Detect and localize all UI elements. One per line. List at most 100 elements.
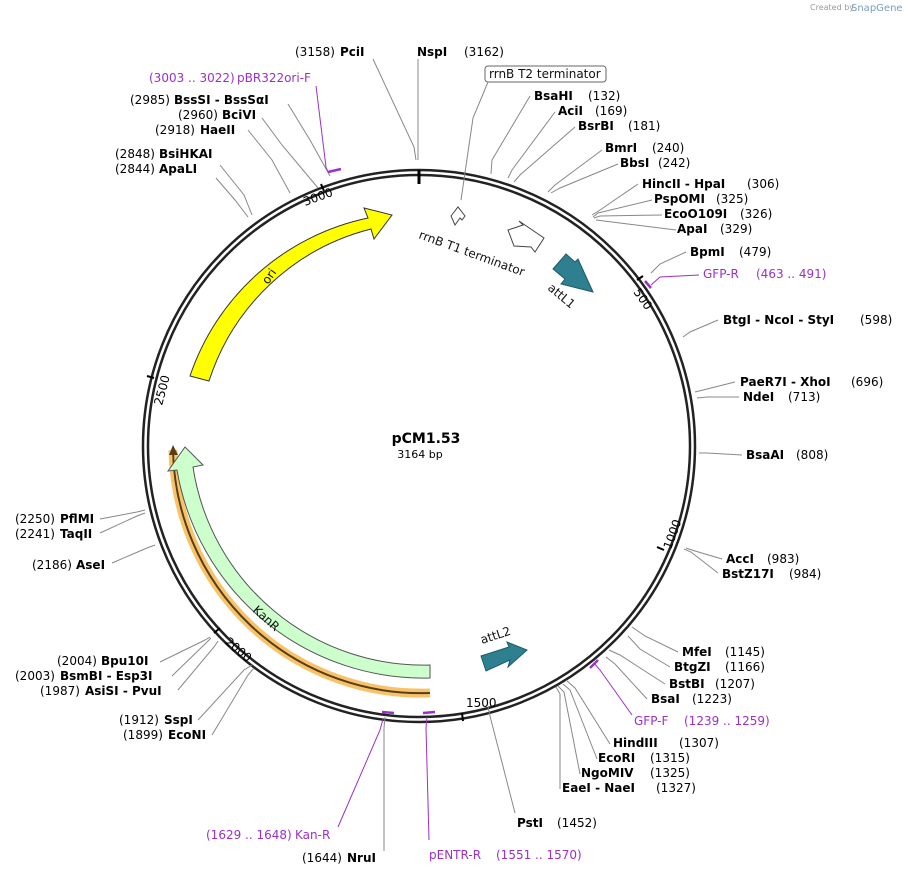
asisi-position: (1987) bbox=[40, 684, 80, 698]
bbsi-enzyme[interactable]: BbsI bbox=[620, 156, 649, 170]
rrnb-t2-leader bbox=[460, 81, 489, 201]
ngomiv-enzyme[interactable]: NgoMIV bbox=[581, 766, 634, 780]
asei-enzyme[interactable]: AseI bbox=[76, 558, 105, 572]
eaei-position: (1327) bbox=[656, 781, 696, 795]
taqii-enzyme[interactable]: TaqII bbox=[60, 527, 92, 541]
taqii-position: (2241) bbox=[15, 527, 55, 541]
tick-3000: 3000 bbox=[301, 185, 334, 209]
eco0109i-enzyme[interactable]: EcoO109I bbox=[664, 207, 727, 221]
paer7i-enzyme[interactable]: PaeR7I - XhoI bbox=[740, 375, 831, 389]
bsai-enzyme[interactable]: BsaI bbox=[651, 692, 680, 706]
ndei-position: (713) bbox=[788, 390, 820, 404]
attl2-feature-arrow[interactable] bbox=[480, 641, 528, 672]
econi-position: (1899) bbox=[123, 728, 163, 742]
apai-position: (329) bbox=[720, 222, 752, 236]
gfp-r-primer[interactable]: GFP-R bbox=[703, 267, 739, 281]
bsssi-position: (2985) bbox=[130, 93, 170, 107]
bsaai-position: (808) bbox=[796, 448, 828, 462]
haeii-position: (2918) bbox=[155, 123, 195, 137]
bpmi-enzyme[interactable]: BpmI bbox=[690, 245, 725, 259]
sspi-enzyme[interactable]: SspI bbox=[164, 713, 193, 727]
apali-enzyme[interactable]: ApaLI bbox=[159, 162, 197, 176]
kanr-highlight-band bbox=[168, 449, 431, 698]
bpu10i-enzyme[interactable]: Bpu10I bbox=[101, 654, 148, 668]
pflmi-enzyme[interactable]: PflMI bbox=[60, 512, 94, 526]
nspi-enzyme[interactable]: NspI bbox=[417, 45, 447, 59]
kan-r-position: (1629 .. 1648) bbox=[206, 828, 292, 842]
ngomiv-position: (1325) bbox=[650, 766, 690, 780]
bmri-enzyme[interactable]: BmrI bbox=[605, 141, 637, 155]
ori-feature-arrow[interactable] bbox=[189, 207, 393, 382]
pspomi-position: (325) bbox=[716, 192, 748, 206]
leader-lines bbox=[99, 58, 743, 851]
btgzi-position: (1166) bbox=[725, 660, 765, 674]
bstbi-enzyme[interactable]: BstBI bbox=[669, 677, 705, 691]
kanr-feature-arrow[interactable] bbox=[166, 446, 431, 679]
asei-position: (2186) bbox=[32, 558, 72, 572]
btgi-enzyme[interactable]: BtgI - NcoI - StyI bbox=[723, 313, 834, 327]
bsahi-position: (132) bbox=[588, 89, 620, 103]
acii-enzyme[interactable]: AciI bbox=[558, 104, 583, 118]
attl1-feature-arrow[interactable] bbox=[552, 253, 594, 293]
ecori-position: (1315) bbox=[650, 751, 690, 765]
paer7i-position: (696) bbox=[851, 375, 883, 389]
tick-2500: 2500 bbox=[151, 374, 172, 407]
nrui-enzyme[interactable]: NruI bbox=[347, 851, 376, 865]
psti-position: (1452) bbox=[557, 816, 597, 830]
haeii-enzyme[interactable]: HaeII bbox=[200, 123, 235, 137]
rrnb-t1-feature-arrow[interactable] bbox=[507, 220, 545, 253]
mfei-position: (1145) bbox=[725, 645, 765, 659]
kanr-highlight-arrowhead bbox=[169, 445, 178, 455]
bcivi-enzyme[interactable]: BciVI bbox=[222, 108, 256, 122]
tick-1500: 1500 bbox=[466, 696, 497, 710]
hincii-enzyme[interactable]: HincII - HpaI bbox=[642, 177, 725, 191]
bsmbi-enzyme[interactable]: BsmBI - Esp3I bbox=[60, 669, 152, 683]
apai-enzyme[interactable]: ApaI bbox=[677, 222, 707, 236]
bsihkai-position: (2848) bbox=[115, 147, 155, 161]
plasmid-size: 3164 bp bbox=[397, 448, 442, 461]
asisi-enzyme[interactable]: AsiSI - PvuI bbox=[85, 684, 162, 698]
bbsi-position: (242) bbox=[658, 156, 690, 170]
pcii-enzyme[interactable]: PciI bbox=[340, 45, 365, 59]
ecori-enzyme[interactable]: EcoRI bbox=[598, 751, 635, 765]
hindiii-enzyme[interactable]: HindIII bbox=[613, 736, 658, 750]
bstz17i-enzyme[interactable]: BstZ17I bbox=[722, 567, 774, 581]
bsssi-enzyme[interactable]: BssSI - BssSαI bbox=[174, 93, 269, 107]
pbr322ori-f-primer[interactable]: pBR322ori-F bbox=[237, 71, 311, 85]
pentr-r-primer[interactable]: pENTR-R bbox=[429, 848, 481, 862]
acci-enzyme[interactable]: AccI bbox=[726, 552, 754, 566]
scale-ticks bbox=[146, 183, 665, 722]
bpmi-position: (479) bbox=[739, 245, 771, 259]
pflmi-position: (2250) bbox=[15, 512, 55, 526]
eaei-enzyme[interactable]: EaeI - NaeI bbox=[562, 781, 635, 795]
psti-enzyme[interactable]: PstI bbox=[517, 816, 543, 830]
pcii-position: (3158) bbox=[295, 45, 335, 59]
bsaai-enzyme[interactable]: BsaAI bbox=[746, 448, 784, 462]
bsrbi-enzyme[interactable]: BsrBI bbox=[578, 119, 614, 133]
pspomi-enzyme[interactable]: PspOMI bbox=[654, 192, 705, 206]
bsrbi-position: (181) bbox=[628, 119, 660, 133]
apali-position: (2844) bbox=[115, 162, 155, 176]
bpu10i-position: (2004) bbox=[57, 654, 97, 668]
eco0109i-position: (326) bbox=[740, 207, 772, 221]
nspi-position: (3162) bbox=[464, 45, 504, 59]
credit-brand[interactable]: SnapGene bbox=[851, 3, 903, 14]
nrui-position: (1644) bbox=[302, 851, 342, 865]
gfp-f-primer[interactable]: GFP-F bbox=[634, 714, 669, 728]
mfei-enzyme[interactable]: MfeI bbox=[682, 645, 712, 659]
acci-position: (983) bbox=[767, 552, 799, 566]
btgi-position: (598) bbox=[860, 313, 892, 327]
hincii-position: (306) bbox=[747, 177, 779, 191]
rrnb-t2-feature-arrow[interactable] bbox=[450, 206, 466, 227]
btgzi-enzyme[interactable]: BtgZI bbox=[674, 660, 711, 674]
bstz17i-position: (984) bbox=[789, 567, 821, 581]
econi-enzyme[interactable]: EcoNI bbox=[168, 728, 206, 742]
ndei-enzyme[interactable]: NdeI bbox=[743, 390, 774, 404]
hindiii-position: (1307) bbox=[679, 736, 719, 750]
kan-r-primer[interactable]: Kan-R bbox=[295, 828, 330, 842]
bsihkai-enzyme[interactable]: BsiHKAI bbox=[159, 147, 213, 161]
acii-position: (169) bbox=[595, 104, 627, 118]
bsahi-enzyme[interactable]: BsaHI bbox=[534, 89, 573, 103]
rrnb-t2-label-box bbox=[484, 65, 607, 83]
